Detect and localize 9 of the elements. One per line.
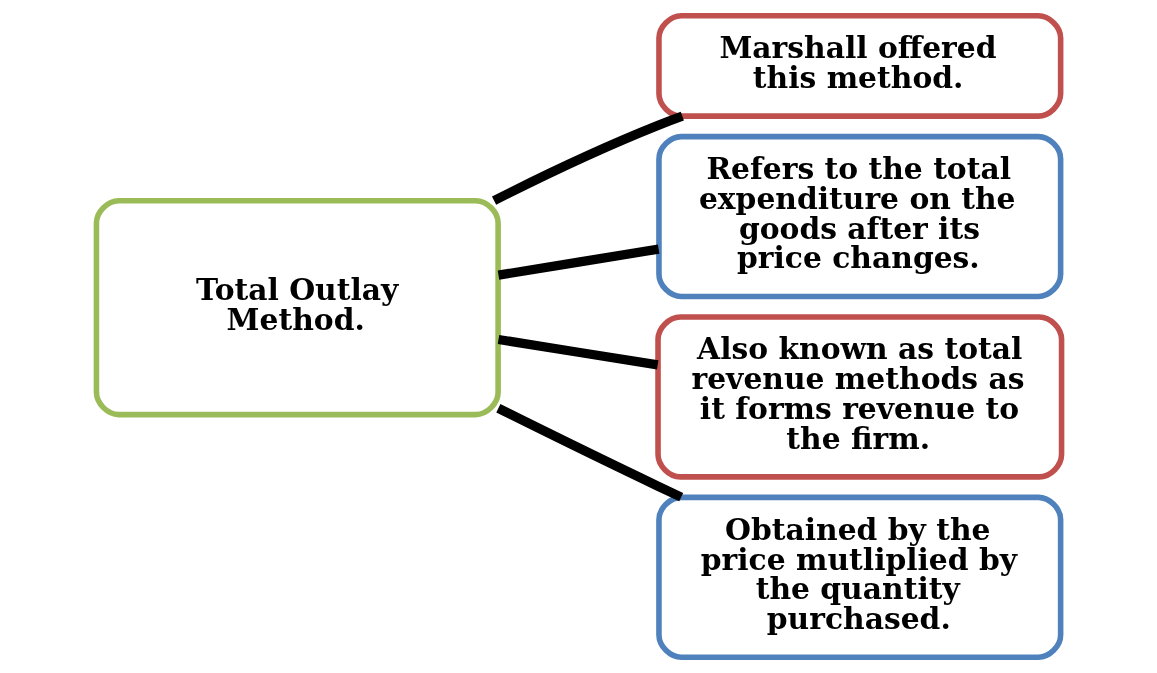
connector [497,244,659,280]
connector [495,404,683,502]
node-box: Obtained by the price mutliplied by the quantity purchased. [655,494,1063,661]
node-box: Refers to the total expenditure on the goods after its price changes. [655,133,1063,300]
node-box: Total Outlay Method. [93,197,501,418]
connector [497,334,658,370]
node-box: Marshall offered this method. [655,12,1063,119]
node-box: Also known as total revenue methods as it forms revenue to the firm. [654,314,1064,480]
connector [491,111,684,205]
